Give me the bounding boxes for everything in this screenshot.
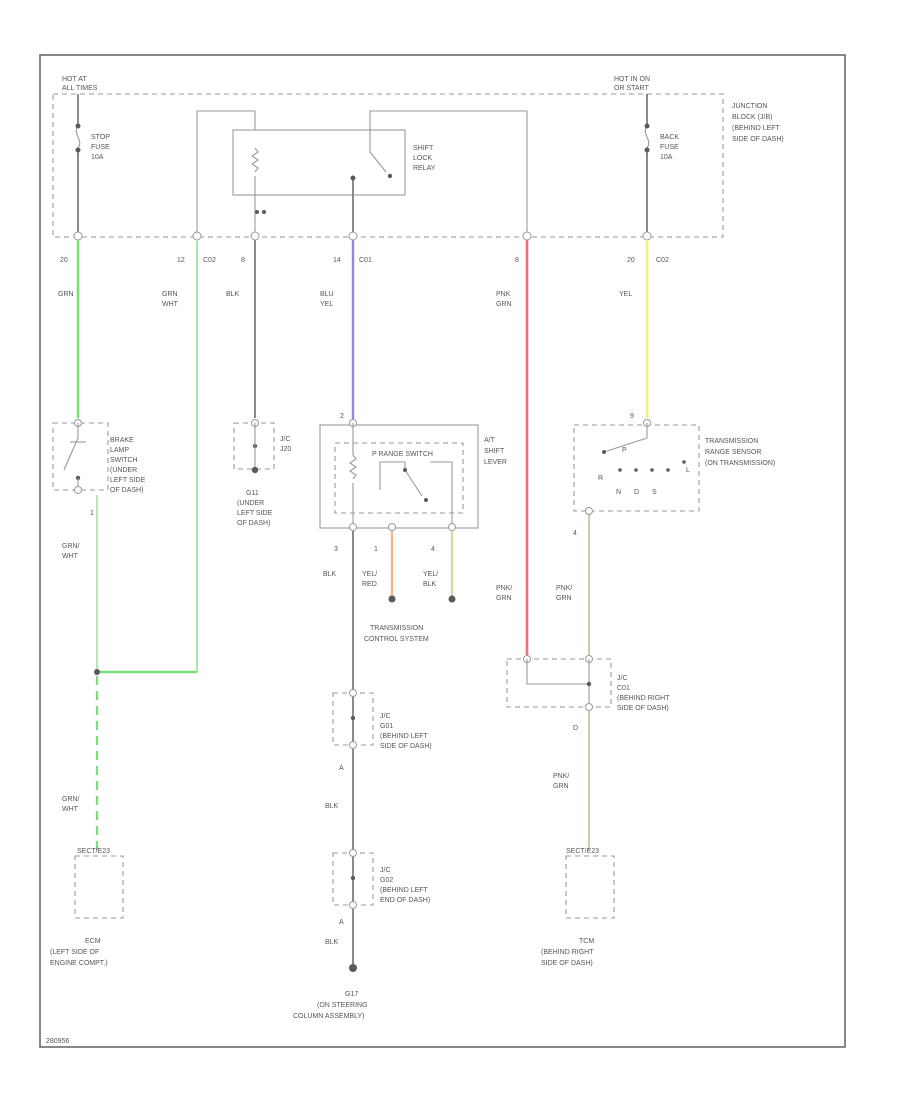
- wire-color-label: GRN/WHT: [62, 796, 80, 813]
- wire-color-label: PNK/GRN: [556, 585, 572, 602]
- ecm: SECT/E23 ECM (LEFT SIDE OF ENGINE COMPT.…: [50, 848, 124, 967]
- connector-label: C01: [359, 257, 372, 264]
- wire-color-label: PNK/GRN: [553, 773, 569, 790]
- svg-text:J/C G01 (BEHIND LE: J/C G01 (BEHIND LEFT SIDE OF DASH): [380, 713, 432, 750]
- ground-g17-dot: [349, 964, 357, 972]
- svg-text:SECT/E23: SECT/E23: [77, 848, 110, 855]
- svg-text:P: P: [622, 447, 627, 454]
- connector-label: 8: [515, 257, 519, 264]
- svg-text:S: S: [652, 489, 657, 496]
- svg-text:J/C G02 (BEHIND LE: J/C G02 (BEHIND LEFT END OF DASH): [380, 867, 430, 904]
- wire-color-label: YEL/BLK: [423, 571, 438, 588]
- wire-color-label: BLK: [323, 571, 337, 578]
- svg-text:P RANGE SWITCH: P RANGE SWITCH: [372, 451, 433, 458]
- diagram-frame: [39, 54, 846, 1048]
- ground-g17-label: G17 (ON STEERING COLUMN ASSEMBLY): [293, 991, 370, 1020]
- wire-color-label: GRN/WHT: [62, 543, 80, 560]
- svg-text:SECT/E23: SECT/E23: [566, 848, 599, 855]
- transmission-range-sensor: P R N D S L 9 TRANSMISSION RANGE SENSOR …: [573, 413, 775, 515]
- tcm: SECT/E23 TCM (BEHIND RIGHT SIDE OF DASH): [541, 848, 615, 967]
- svg-text:N: N: [616, 489, 621, 496]
- terminal-dot: [448, 595, 456, 603]
- wire-color-label: BLK: [325, 939, 339, 946]
- shift-pin-label: 1: [374, 546, 378, 553]
- svg-text:TCM (BEHIND RIGHT: TCM (BEHIND RIGHT SIDE OF DASH): [541, 938, 596, 967]
- junction-block-label: JUNCTION BLOCK (J/B) (BEHIND LEFT SIDE O…: [732, 103, 784, 143]
- svg-text:TRANSMISSION RANGE SENSO: TRANSMISSION RANGE SENSOR (ON TRANSMISSI…: [705, 438, 775, 467]
- footer-code: 280956: [46, 1038, 69, 1045]
- shift-pin-label: 4: [431, 546, 435, 553]
- svg-text:R: R: [598, 475, 603, 482]
- svg-text:2: 2: [340, 413, 344, 420]
- svg-text:D: D: [634, 489, 639, 496]
- pin-label: 4: [573, 530, 577, 537]
- pin-label: D: [573, 725, 578, 732]
- svg-text:9: 9: [630, 413, 634, 420]
- jc-g02: J/C G02 (BEHIND LEFT END OF DASH): [332, 849, 430, 909]
- pin-label: A: [339, 765, 344, 772]
- wire-color-label: YEL/RED: [362, 571, 377, 588]
- terminal-dot: [388, 595, 396, 603]
- svg-text:J/C C01 (BEHIND RI: J/C C01 (BEHIND RIGHT SIDE OF DASH): [617, 675, 671, 712]
- svg-text:L: L: [686, 467, 690, 474]
- connector-label: C02: [656, 257, 669, 264]
- wire-color-label: PNK/GRN: [496, 585, 512, 602]
- pin-label: A: [339, 919, 344, 926]
- jc-g01: J/C G01 (BEHIND LEFT SIDE OF DASH): [332, 689, 432, 750]
- jc-c01: J/C C01 (BEHIND RIGHT SIDE OF DASH): [506, 655, 671, 712]
- wire-color-label: BLK: [325, 803, 339, 810]
- connector-label: 12: [177, 257, 185, 264]
- splice-dot: [94, 669, 100, 675]
- wire-color-label: BLK: [226, 291, 240, 298]
- junction-block-outline: [52, 93, 724, 238]
- junction-connector-pins: [73, 231, 652, 241]
- svg-text:ECM (LEFT SIDE OF: ECM (LEFT SIDE OF ENGINE COMPT.): [50, 938, 108, 967]
- connector-label: 20: [60, 257, 68, 264]
- connector-label: 14: [333, 257, 341, 264]
- connector-label: C02: [203, 257, 216, 264]
- connector-label: 8: [241, 257, 245, 264]
- ground-g11-label: G11 (UNDER LEFT SIDE OF DASH): [237, 490, 274, 527]
- svg-text:1: 1: [90, 510, 94, 517]
- wire-color-label: YEL: [619, 291, 632, 298]
- shift-pin-label: 3: [334, 546, 338, 553]
- brake-lamp-switch: BRAKE LAMP SWITCH (UNDER LEFT SIDE OF DA…: [52, 419, 147, 517]
- wire-color-label: GRN: [58, 291, 74, 298]
- connector-label: 20: [627, 257, 635, 264]
- svg-text:BRAKE LAMP SWITCH: BRAKE LAMP SWITCH (UNDER LEFT SIDE OF DA…: [110, 437, 147, 494]
